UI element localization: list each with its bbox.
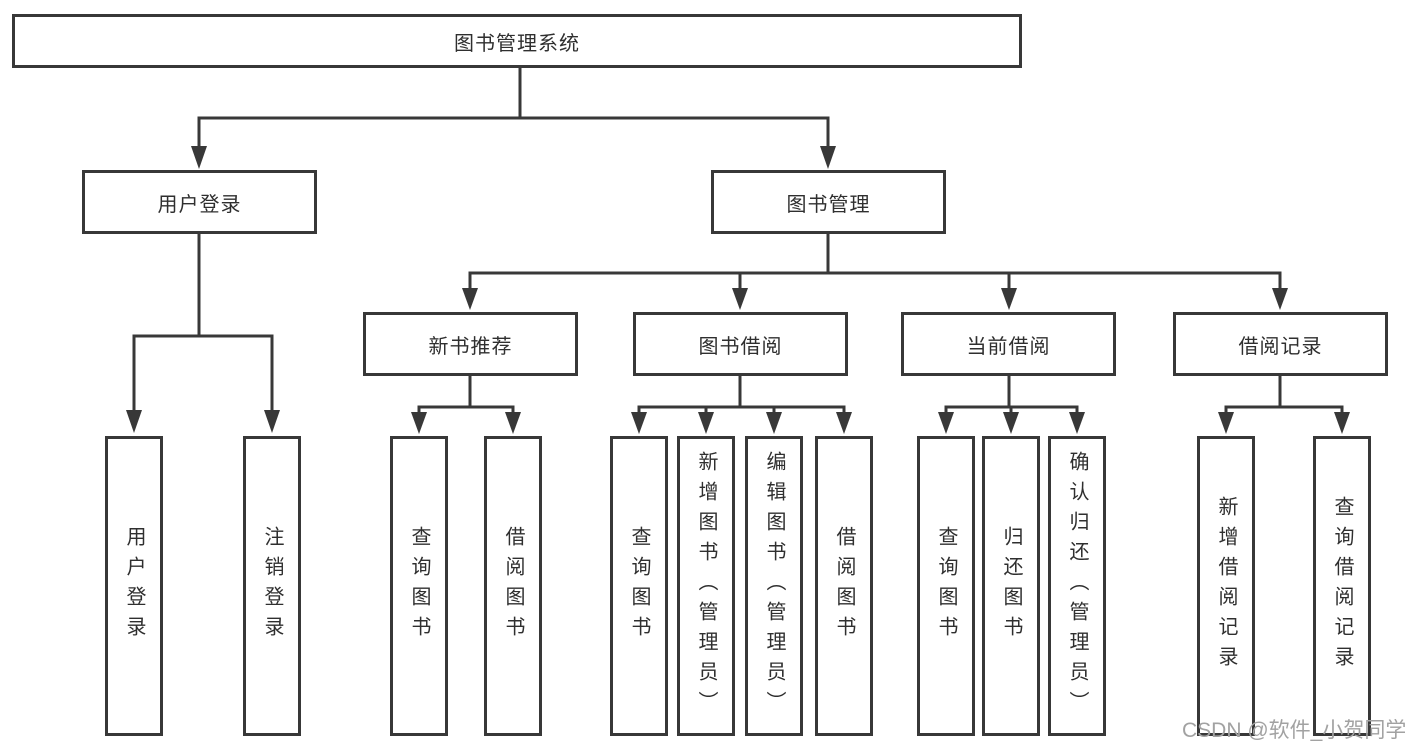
- leaf-cur-return-book: 归还图书: [982, 436, 1040, 736]
- node-root-label: 图书管理系统: [454, 32, 580, 55]
- node-user-login-label: 用户登录: [157, 193, 242, 216]
- arrowhead-icon: [264, 410, 280, 433]
- leaf-rec-query-book: 查询图书: [390, 436, 448, 736]
- connector-current-borrow-to-leaves: [938, 376, 1085, 434]
- arrowhead-icon: [732, 288, 748, 310]
- leaf-bor-borrow-book-label: 借阅图书: [833, 526, 855, 646]
- leaf-logout-label: 注销登录: [261, 526, 283, 646]
- leaf-cur-query-book: 查询图书: [917, 436, 975, 736]
- node-book-mgmt-label: 图书管理: [786, 193, 871, 216]
- arrowhead-icon: [1272, 288, 1288, 310]
- arrowhead-icon: [820, 146, 836, 169]
- arrowhead-icon: [462, 288, 478, 310]
- leaf-bor-borrow-book: 借阅图书: [815, 436, 873, 736]
- leaf-cur-return-book-label: 归还图书: [1000, 526, 1022, 646]
- leaf-bor-query-book: 查询图书: [610, 436, 668, 736]
- connector-book-borrow-to-leaves: [631, 376, 852, 434]
- leaf-cur-confirm-return-label: 确认归还（管理员）: [1066, 451, 1088, 721]
- arrowhead-icon: [1218, 412, 1234, 434]
- leaf-user-login: 用户登录: [105, 436, 163, 736]
- node-current-borrow-label: 当前借阅: [966, 335, 1051, 358]
- connector-book-mgmt-to-level2: [462, 234, 1288, 310]
- leaf-cur-confirm-return: 确认归还（管理员）: [1048, 436, 1106, 736]
- leaf-hist-query-record-label: 查询借阅记录: [1331, 496, 1353, 676]
- leaf-hist-add-record: 新增借阅记录: [1197, 436, 1255, 736]
- arrowhead-icon: [1069, 412, 1085, 434]
- node-borrow-record-label: 借阅记录: [1238, 335, 1323, 358]
- arrowhead-icon: [631, 412, 647, 434]
- node-current-borrow: 当前借阅: [901, 312, 1116, 376]
- arrowhead-icon: [1334, 412, 1350, 434]
- leaf-rec-query-book-label: 查询图书: [408, 526, 430, 646]
- arrowhead-icon: [698, 412, 714, 434]
- arrowhead-icon: [766, 412, 782, 434]
- leaf-bor-edit-book-label: 编辑图书（管理员）: [763, 451, 785, 721]
- arrowhead-icon: [938, 412, 954, 434]
- arrowhead-icon: [1003, 412, 1019, 434]
- node-new-book-rec-label: 新书推荐: [428, 335, 513, 358]
- leaf-bor-query-book-label: 查询图书: [628, 526, 650, 646]
- arrowhead-icon: [126, 410, 142, 433]
- node-book-borrow: 图书借阅: [633, 312, 848, 376]
- arrowhead-icon: [191, 146, 207, 169]
- connector-borrow-record-to-leaves: [1218, 376, 1350, 434]
- arrowhead-icon: [1001, 288, 1017, 310]
- leaf-cur-query-book-label: 查询图书: [935, 526, 957, 646]
- arrowhead-icon: [836, 412, 852, 434]
- leaf-logout: 注销登录: [243, 436, 301, 736]
- leaf-bor-add-book: 新增图书（管理员）: [677, 436, 735, 736]
- connector-new-book-rec-to-leaves: [411, 376, 521, 434]
- leaf-bor-add-book-label: 新增图书（管理员）: [695, 451, 717, 721]
- leaf-rec-borrow-book: 借阅图书: [484, 436, 542, 736]
- leaf-hist-query-record: 查询借阅记录: [1313, 436, 1371, 736]
- leaf-hist-add-record-label: 新增借阅记录: [1215, 496, 1237, 676]
- leaf-rec-borrow-book-label: 借阅图书: [502, 526, 524, 646]
- node-borrow-record: 借阅记录: [1173, 312, 1388, 376]
- node-book-borrow-label: 图书借阅: [698, 335, 783, 358]
- arrowhead-icon: [505, 412, 521, 434]
- arrowhead-icon: [411, 412, 427, 434]
- connector-user-login-to-leaves: [126, 234, 280, 433]
- node-book-mgmt: 图书管理: [711, 170, 946, 234]
- watermark: CSDN @软件_小贺同学: [1182, 719, 1405, 742]
- connector-root-to-level1: [191, 68, 836, 169]
- node-user-login: 用户登录: [82, 170, 317, 234]
- leaf-bor-edit-book: 编辑图书（管理员）: [745, 436, 803, 736]
- node-root: 图书管理系统: [12, 14, 1022, 68]
- leaf-user-login-label: 用户登录: [123, 526, 145, 646]
- node-new-book-rec: 新书推荐: [363, 312, 578, 376]
